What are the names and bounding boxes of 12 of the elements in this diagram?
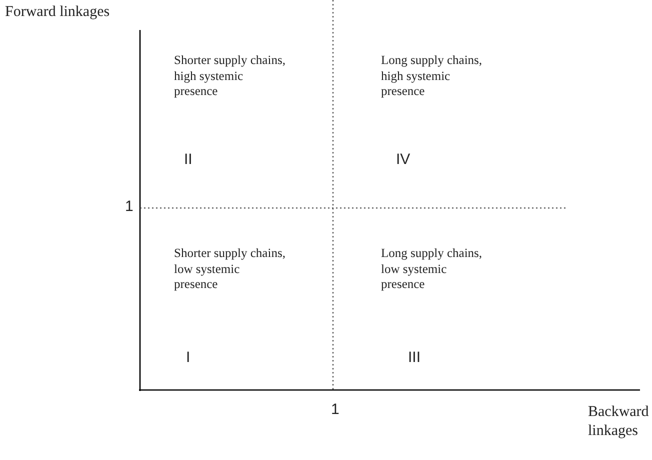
- axis-title: Backward linkages: [588, 403, 650, 440]
- tick-label: 1: [331, 402, 340, 418]
- quadrant-number: III: [408, 350, 421, 366]
- quadrant-description: Shorter supply chains, high systemic presence: [174, 53, 286, 100]
- quadrant-description: Shorter supply chains, low systemic presence: [174, 246, 286, 293]
- quadrant-number: I: [186, 350, 190, 366]
- quadrant-number: IV: [396, 152, 410, 168]
- quadrant-number: II: [184, 152, 192, 168]
- axis-title: Forward linkages: [5, 3, 110, 22]
- quadrant-description: Long supply chains, low systemic presence: [381, 246, 484, 293]
- tick-label: 1: [125, 199, 134, 216]
- quadrant-description: Long supply chains, high systemic presence: [381, 53, 484, 100]
